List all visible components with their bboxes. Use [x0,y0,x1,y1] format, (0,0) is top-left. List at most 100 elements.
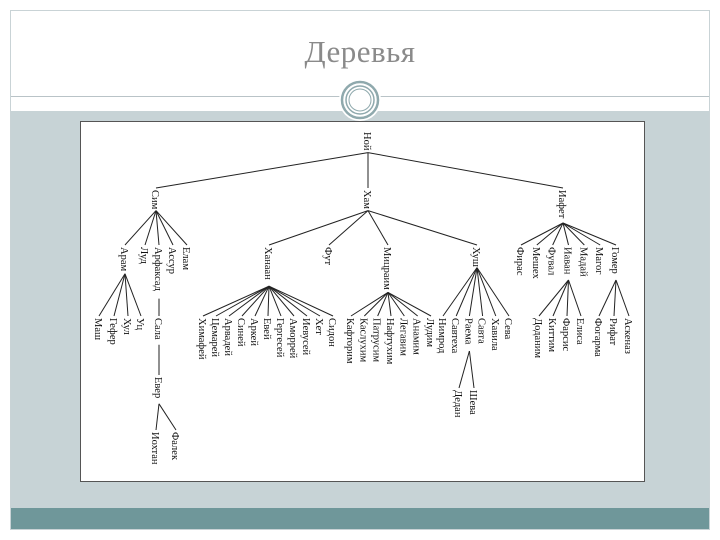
tree-edge [613,279,617,317]
tree-edge [267,286,270,317]
tree-edge [202,285,270,317]
node-canaan-child: Сидон [326,318,337,347]
tree-edge [367,210,389,246]
tree-edge [241,285,270,317]
node-aram-child: Уц [134,318,145,331]
node-javan-child: Елиса [574,318,585,345]
node-javan-child: Доданим [532,318,543,358]
node-canaan-child: Химафей [196,318,207,360]
tree-edge [552,279,569,317]
node-mizraim-child: Патрусим [371,318,382,362]
tree-edge [268,210,369,246]
node-eber-child: Фалек [169,432,180,461]
tree-edge [442,267,478,317]
node-ham-child: Хуш [470,247,481,267]
tree-edge [268,285,308,317]
tree-edge [387,292,392,317]
node-shem-child: Ассур [166,247,177,274]
node-mizraim-child: Нафтухим [384,318,395,365]
tree-edge [562,222,617,246]
tree-edge [98,273,126,317]
node-canaan-child: Гергесей [274,318,285,358]
tree-edge [350,291,389,317]
tree-edge [144,210,157,246]
tree-edge [468,350,475,389]
node-raamah-child: Шева [467,390,478,415]
tree-edge [155,152,369,189]
node-shem: Сим [149,190,160,210]
node-cush-child: Нимрод [436,318,447,354]
tree-edge [228,285,270,317]
tree-edge [124,273,142,317]
tree-edge [520,222,564,246]
tree-edge [566,279,569,317]
tree-edge [124,273,129,317]
slide-title: Деревья [304,34,416,69]
node-raamah-child: Дедан [452,390,463,418]
tree-edge [536,222,564,246]
node-mizraim-child: Анамим [411,318,422,355]
tree-edge [328,210,369,246]
tree-edge [562,222,569,246]
tree-edge [113,273,126,317]
tree-edge [254,285,270,317]
node-cush-child: Раема [462,318,473,345]
node-shem-child: Арфаксад [152,247,163,292]
tree-edge [598,279,617,317]
node-canaan-child: Аркей [248,318,259,346]
tree-edge [468,267,478,317]
node-cush-child: Савта [476,318,487,344]
tree-edge [158,403,177,431]
node-mizraim-child: Легавим [397,318,408,356]
node-japheth-child: Иаван [562,247,573,275]
tree-edge [268,285,321,317]
node-japheth-child: Мешех [530,247,541,279]
node-shem-child: Елам [180,247,191,270]
tree-edge [476,267,510,317]
tree-edge [562,222,585,246]
node-ham-child: Фут [322,247,333,266]
node-mizraim-child: Каслухим [357,318,368,363]
tree-edge [155,210,174,246]
tree-edge [458,350,470,389]
node-japheth-child: Гомер [609,247,620,274]
node-ham-child: Мицраим [381,247,392,290]
tree-edge [568,279,582,317]
node-mizraim-child: Лудим [424,318,435,347]
tree-edge [363,292,389,317]
node-gomer-child: Фогарма [592,318,603,357]
tree-edge [387,291,432,317]
tree-edge [155,403,160,431]
tree-edge [367,210,478,246]
node-canaan-child: Иевусей [300,318,311,356]
node-japheth-child: Фувал [546,247,557,275]
tree-edge [268,286,282,317]
node-japheth-child: Мадай [577,247,588,277]
tree-edge [538,279,569,317]
tree-edge [387,292,405,317]
node-aram-child: Хул [121,318,132,335]
node-root: Ной [361,132,372,151]
node-shem-child: Арам [118,247,129,271]
tree-edge [615,279,630,317]
node-canaan-child: Аморрей [287,318,298,359]
node-javan-child: Киттим [546,318,557,352]
tree-edge [476,267,484,317]
tree-edge [476,267,497,317]
tree-edge [268,285,295,317]
node-salah: Сала [152,318,163,340]
tree-edge [367,152,564,189]
node-cush-child: Хавила [489,318,500,351]
node-canaan-child: Синей [235,318,246,347]
node-ham: Хам [361,190,372,209]
node-cush-child: Савтеха [449,318,460,354]
tree-edge [455,267,478,317]
node-canaan-child: Евей [261,318,272,340]
node-javan-child: Фарсис [560,318,571,351]
node-canaan-child: Арвадей [222,318,233,356]
node-japheth: Иафет [556,190,567,219]
tree-edge [562,222,601,246]
node-gomer-child: Рифат [607,318,618,346]
